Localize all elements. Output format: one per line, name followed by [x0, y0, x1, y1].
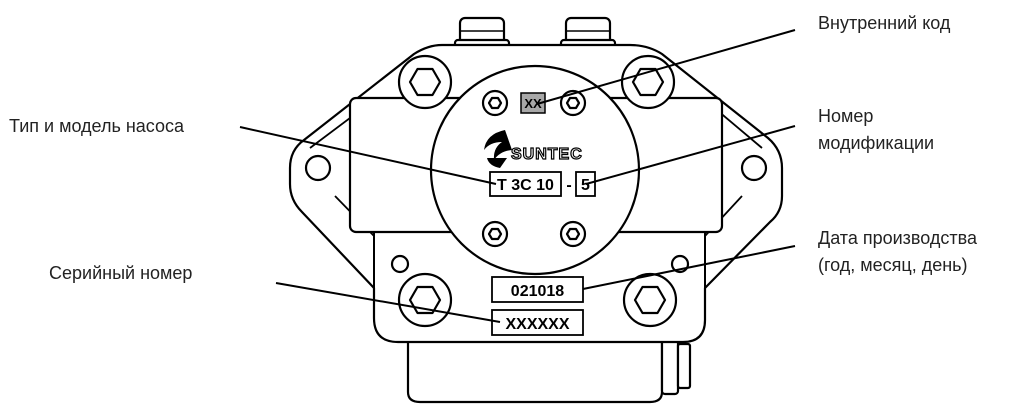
leader-date [582, 245, 796, 290]
internal-code-box [520, 92, 546, 114]
label-modification-line2: модификации [818, 133, 935, 153]
modification-value: 5 [581, 177, 590, 194]
leader-pump-type [239, 126, 497, 185]
leader-serial [275, 282, 501, 323]
model-value: T 3C 10 [497, 177, 554, 194]
date-value: 021018 [511, 283, 564, 300]
mount-hole-right [740, 154, 768, 182]
label-date-line1: Дата производства [818, 228, 978, 248]
label-date-line2: (год, месяц, день) [818, 255, 968, 275]
mount-hole-left [304, 154, 332, 182]
side-fitting [660, 336, 692, 396]
small-hole-lower-left [390, 254, 410, 274]
leader-modification [585, 125, 796, 185]
bolt-bottom-right [622, 272, 678, 328]
internal-code-value: XX [524, 96, 542, 111]
label-internal-code: Внутренний код [818, 13, 951, 33]
bottom-extension [406, 330, 664, 404]
bolt-top-right [620, 54, 676, 110]
disk-screw-bottom-right [559, 220, 587, 248]
label-pump-type: Тип и модель насоса [9, 116, 185, 136]
bolt-bottom-left [397, 272, 453, 328]
serial-value: XXXXXX [505, 316, 569, 333]
label-modification-line1: Номер [818, 106, 874, 126]
label-serial: Серийный номер [49, 263, 193, 283]
bolt-top-left [397, 54, 453, 110]
disk-screw-top-left [481, 89, 509, 117]
model-box [489, 171, 562, 197]
disk-screw-top-right [559, 89, 587, 117]
brand-text: SUNTEC [511, 146, 583, 163]
serial-box [491, 309, 584, 336]
date-box [491, 276, 584, 303]
disk-screw-bottom-left [481, 220, 509, 248]
leader-internal-code [536, 29, 796, 105]
modification-box [575, 171, 596, 197]
suntec-logo [484, 130, 512, 168]
model-separator: - [566, 177, 571, 194]
